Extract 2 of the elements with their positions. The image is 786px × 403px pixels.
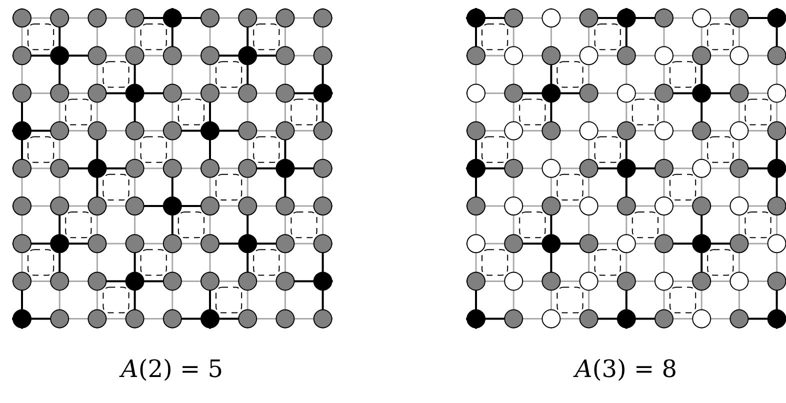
formula-caption: A(3) = 8 <box>572 355 678 383</box>
formula-caption: A(2) = 5 <box>118 355 224 383</box>
